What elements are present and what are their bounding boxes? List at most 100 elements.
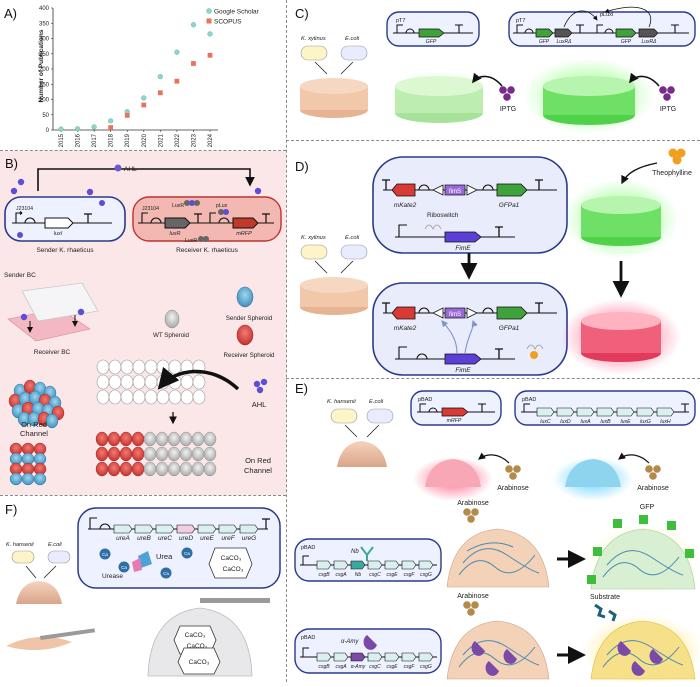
gene-block [656,407,675,417]
wt-spheroid [203,431,217,447]
pellicle-top [300,277,368,293]
gene-label: ureG [242,535,256,542]
ahl-molecule-icon [86,188,94,196]
y-tick-label: 150 [39,82,50,88]
panel-b-diagram: B) AHL J23104 luxI Sender K. rhaeticus J… [0,151,286,495]
gene-label: luxE [620,419,631,425]
iptg-label-2: IPTG [660,106,676,113]
x-tick-label: 2020 [142,133,148,147]
k-hansenii-cell-icon [330,408,358,424]
combine-lines [25,565,57,579]
mkate2-top-label: mKate2 [394,202,417,209]
caco3-label: CaCO₃ [189,659,210,666]
cellulose-dome [337,441,387,467]
divider-c-d [286,140,700,141]
gene-block [576,407,595,417]
calcium-ion-label: Ca [121,565,127,570]
amylase-icon [471,641,485,656]
e-coli-cell-icon [340,244,368,260]
terminator-icon [262,518,270,529]
channel-label-2-line1: On Red [245,456,271,465]
promoter-arrowhead-icon [19,211,23,215]
terminator-icon [671,24,679,33]
promoter-icon [209,212,216,223]
gene-block [176,524,196,534]
calcium-ion-icon [160,567,172,579]
ahl-addition-arrow [157,366,240,391]
wt-spheroid [168,389,182,405]
fime-top-label: FimE [455,245,471,252]
gfpa1-gene [496,306,528,320]
rbs-icon [482,184,494,191]
fime-gene [444,231,482,243]
nb-protein-label: Nb [351,549,359,555]
nanobody-icon [360,546,374,561]
scholar-point [91,124,97,130]
wt-spheroid [96,374,110,390]
amylase-icon [631,661,645,676]
wt-spheroid [191,461,205,477]
ahl-input-label: AHL [252,400,267,409]
fime-gene [444,353,482,365]
scopus-point [207,52,213,58]
gene-label: Nb [355,572,362,578]
gfp-protein-icon [613,519,622,528]
gfp-protein-icon [639,515,648,524]
terminator-icon [262,213,270,223]
e-coli-cell-icon [366,408,394,424]
gfp-b2-label: GFP [621,39,632,45]
gene-label: csgB [318,572,330,578]
wt-spheroid [192,374,206,390]
luxr-protein-icon [203,236,209,242]
inverted-repeat-icon [466,307,478,319]
wt-spheroid [191,431,205,447]
gfp-protein-icon [685,549,694,558]
x-tick-label: 2023 [191,133,197,147]
ahl-molecule-icon [77,308,85,316]
gfpa1-gene [496,183,528,197]
luxr-protein-icon [194,200,200,206]
luxr-delta-gene [554,28,573,38]
gene-block [197,524,217,534]
scopus-point [108,125,114,130]
wt-spheroid [96,359,110,375]
wt-spheroid [108,374,122,390]
theophylline-molecule-icon [530,351,538,359]
mkate2-gene [391,183,416,197]
wt-spheroid [144,389,158,405]
gene-block [367,652,383,662]
arabinose-label-2: Arabinose [637,485,669,492]
gfpa1-bot-label: GFPa1 [499,325,520,332]
riboswitch-icon [424,224,442,230]
vertical-divider [286,0,287,682]
iptg-molecule-icon [663,93,671,101]
gene-label: csgB [318,664,330,670]
sender-bc-label: Sender BC [4,272,36,279]
recombinase-arrow [464,319,478,354]
sender-spheroid-label: Sender Spheroid [226,315,273,322]
amylase-icon [485,661,499,676]
y-tick-label: 50 [42,113,49,119]
luxr-gene [164,217,191,229]
amylase-cell [294,628,442,674]
panel-b-label: B) [5,156,18,171]
wt-spheroid [143,461,157,477]
plux-label: pLux [216,203,228,209]
induction-arrow [472,72,503,87]
gene-label: luxD [560,419,571,425]
k-xylinus-cell-icon [300,244,328,260]
receiver-spheroid [95,446,109,462]
receiver-spheroid-icon [236,324,254,346]
pellicle-top [300,78,368,94]
luxra-1-label: LuxRΔ [556,39,572,45]
wt-spheroid [108,389,122,405]
sender-spheroid [45,413,59,429]
terminator-icon [495,348,503,359]
x-tick-label: 2015 [59,133,65,147]
green-disc-top [581,196,661,214]
f-organism-label-2: E.coli [48,542,62,548]
panel-b: B) AHL J23104 luxI Sender K. rhaeticus J… [0,151,286,495]
gfp-gene [615,28,637,38]
arabinose-molecule-icon [467,515,475,523]
